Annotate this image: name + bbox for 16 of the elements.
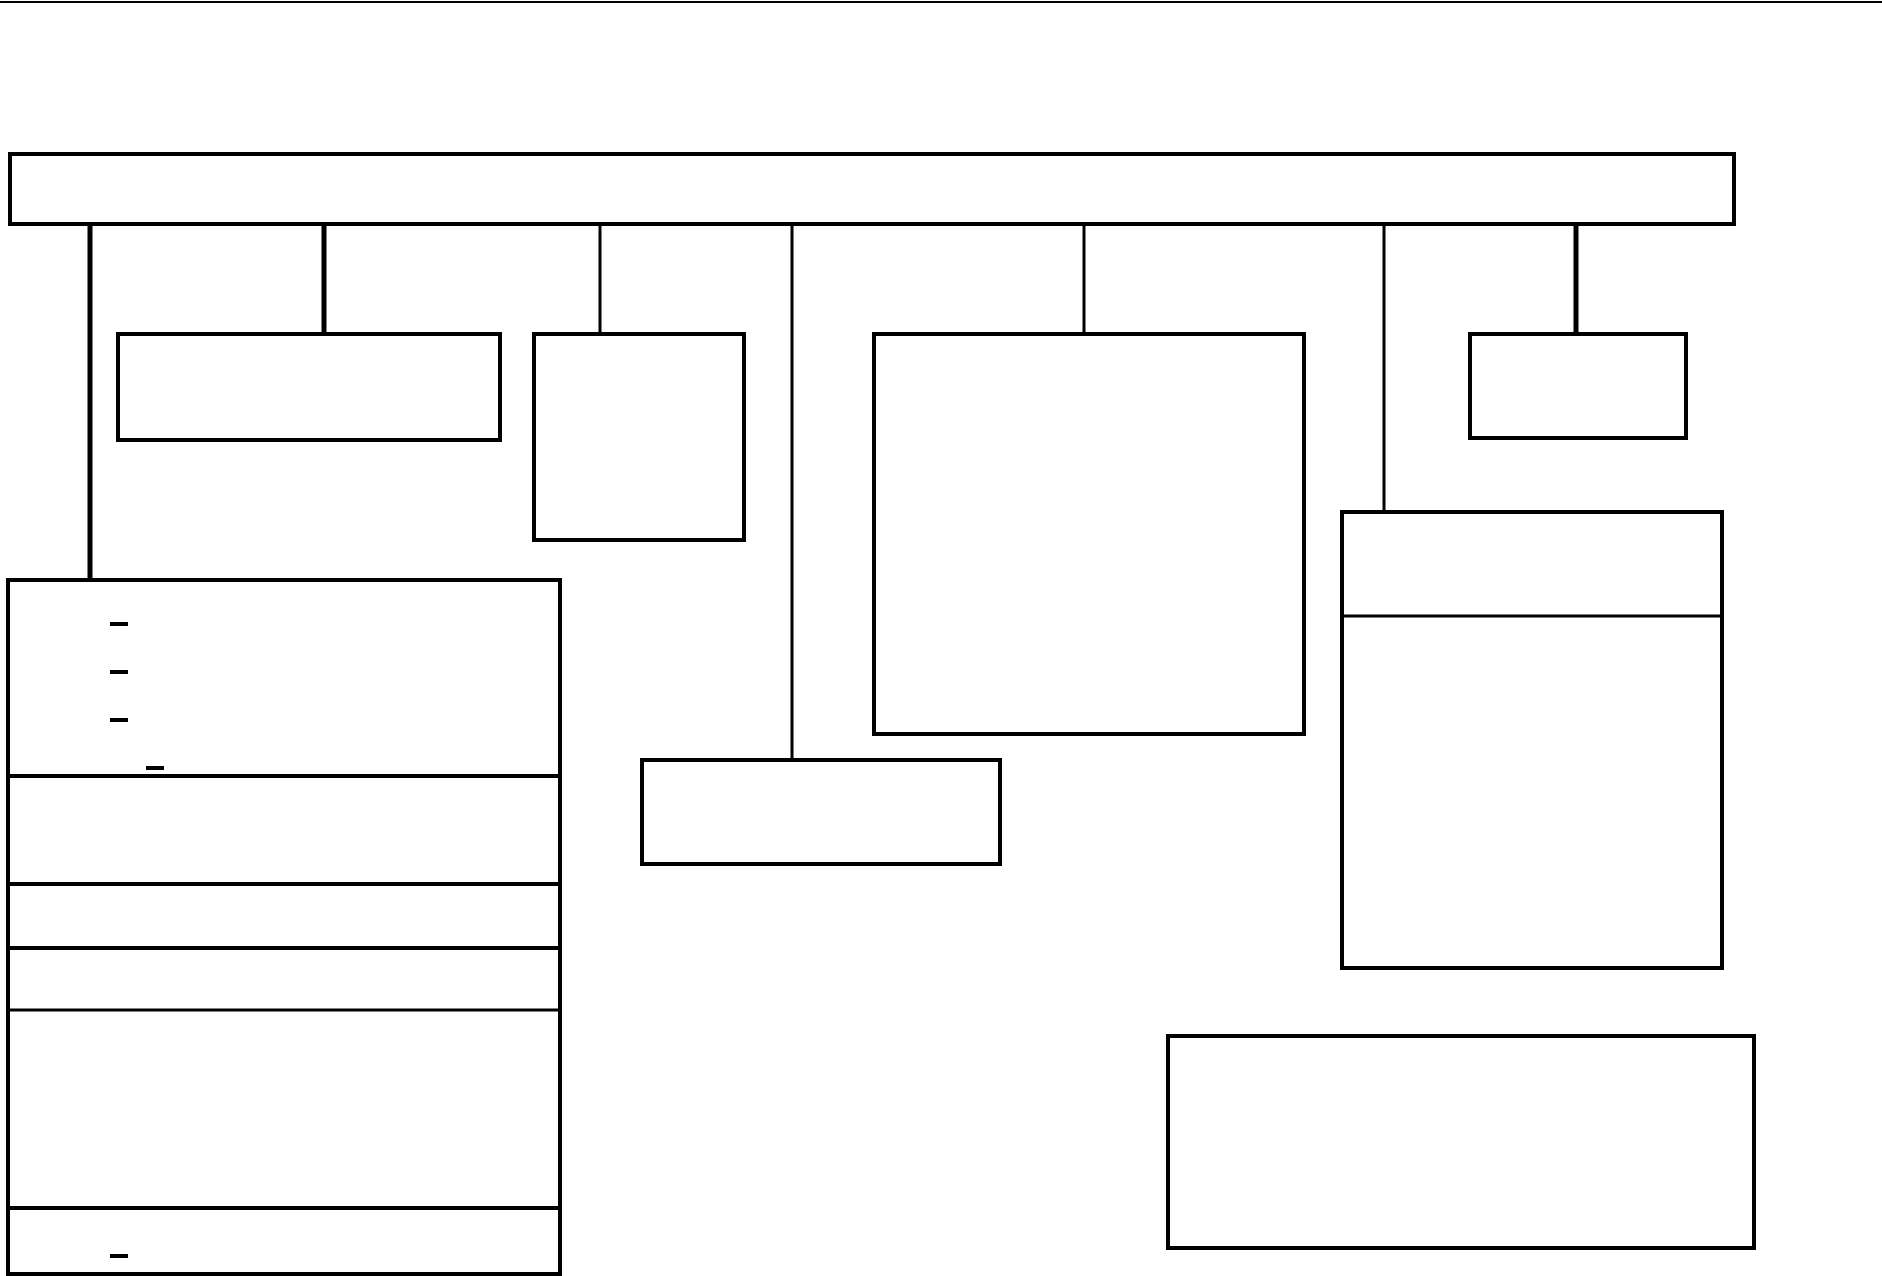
connector-line — [1573, 226, 1579, 332]
connector-line — [598, 226, 602, 332]
connector-line — [790, 226, 794, 758]
connector-line — [1082, 226, 1086, 332]
empty-box — [116, 332, 502, 442]
empty-box — [1340, 510, 1724, 970]
empty-box — [1468, 332, 1688, 440]
empty-box — [532, 332, 746, 542]
connector-line — [321, 226, 327, 332]
empty-box — [1166, 1034, 1756, 1250]
empty-box — [640, 758, 1002, 866]
empty-box — [8, 152, 1736, 226]
empty-box — [872, 332, 1306, 736]
empty-box — [6, 578, 562, 1276]
connector-line — [1382, 226, 1386, 510]
connector-line — [87, 226, 93, 578]
